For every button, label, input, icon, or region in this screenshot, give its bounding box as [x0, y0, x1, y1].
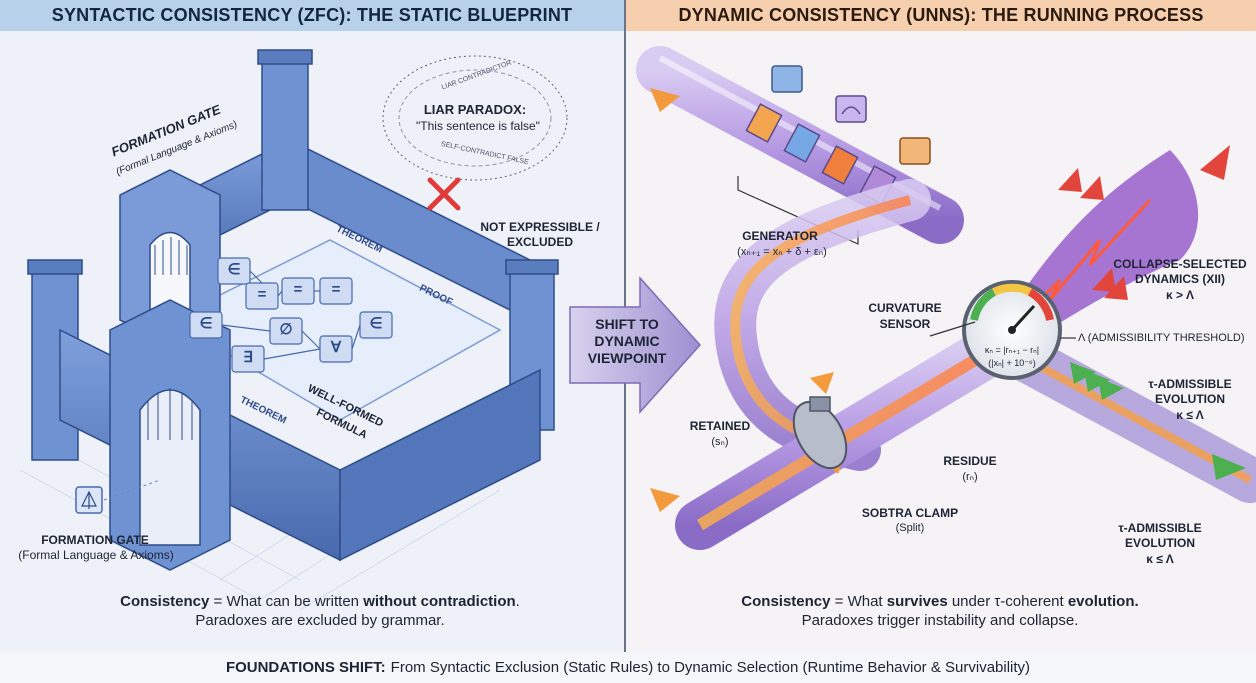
liar-paradox-cloud	[382, 55, 568, 181]
footer-bold: FOUNDATIONS SHIFT:	[225, 659, 386, 676]
admissible-arrows	[1070, 362, 1246, 480]
front-wall-right	[339, 368, 541, 562]
left-caption-end: .	[515, 593, 520, 610]
sobtra-clamp-label: SOBTRA CLAMP	[861, 506, 959, 520]
sobtra-clamp-sub: (Split)	[895, 522, 925, 534]
right-caption-mid2: under τ-coherent	[947, 593, 1068, 610]
tau-admissible-label-bottom-1: τ-ADMISSIBLE	[1118, 521, 1202, 535]
generator-monitor-3	[899, 137, 931, 165]
right-caption-line1: Consistency = What survives under τ-cohe…	[660, 593, 1220, 610]
tile-symbol-9: ∈	[369, 315, 383, 332]
kappa-formula-2: (|xₙ| + 10⁻⁶)	[988, 358, 1036, 368]
curvature-leader	[929, 321, 976, 337]
tile-symbol-7: ∃	[243, 349, 253, 366]
right-caption-line2: Paradoxes trigger instability and collap…	[801, 612, 1079, 629]
generator-label: GENERATOR	[742, 229, 818, 243]
input-pipe	[675, 320, 1025, 550]
right-caption-mid: = What	[830, 593, 887, 610]
formation-gate-legend-icon	[75, 479, 161, 514]
right-caption-bold-2: survives	[886, 593, 948, 610]
tile-symbol-2: =	[257, 286, 267, 303]
generator-monitor-1	[771, 65, 803, 93]
left-caption-bold-2: without contradiction	[363, 593, 516, 610]
retained-symbol: (sₙ)	[711, 436, 729, 448]
front-gate	[109, 299, 231, 571]
kappa-formula-1: κₙ = |rₙ₊₁ − rₙ|	[984, 345, 1040, 355]
shift-arrow-line2: DYNAMIC	[594, 333, 660, 349]
collapse-label-1: COLLAPSE-SELECTED	[1113, 257, 1247, 271]
right-caption-bold-3: evolution.	[1067, 593, 1139, 610]
tile-symbol-8: =	[293, 281, 303, 298]
left-panel-title: SYNTACTIC CONSISTENCY (ZFC): THE STATIC …	[0, 0, 624, 31]
collapse-label-2: DYNAMICS (XII)	[1135, 272, 1225, 286]
tile-symbol-1: ∈	[227, 261, 241, 278]
tile-symbol-4: =	[331, 281, 341, 298]
liar-paradox-quote: "This sentence is false"	[416, 119, 540, 133]
threshold-label: Λ (ADMISSIBILITY THRESHOLD)	[1078, 332, 1245, 344]
tile-symbol-6: ∀	[330, 339, 342, 356]
right-panel-title: DYNAMIC CONSISTENCY (UNNS): THE RUNNING …	[626, 0, 1256, 31]
excluded-label: EXCLUDED	[506, 235, 573, 249]
legend-formation-gate-sub: (Formal Language & Axioms)	[18, 548, 174, 562]
tau-admissible-label-1: τ-ADMISSIBLE	[1148, 377, 1232, 391]
residue-symbol: (rₙ)	[962, 471, 978, 483]
shift-arrow	[569, 276, 702, 414]
collapse-condition: κ > Λ	[1166, 288, 1194, 302]
shift-arrow-line1: SHIFT TO	[595, 316, 659, 332]
tile-symbol-3: ∈	[199, 315, 213, 332]
not-expressible-label: NOT EXPRESSIBLE /	[480, 220, 600, 234]
shift-arrow-line3: VIEWPOINT	[587, 350, 667, 366]
generator-formula: (xₙ₊₁ = xₙ + δ + εₙ)	[737, 246, 827, 258]
tau-admissible-label-bottom-2: EVOLUTION	[1124, 536, 1195, 550]
excluded-x-icon	[427, 177, 461, 211]
tower-back-right	[257, 49, 313, 211]
left-caption-mid: = What can be written	[209, 593, 364, 610]
tau-admissible-cond: κ ≤ Λ	[1176, 408, 1204, 422]
legend-formation-gate: FORMATION GATE	[41, 533, 149, 547]
collapse-arrows	[1058, 145, 1230, 300]
curvature-label-2: SENSOR	[879, 317, 931, 331]
liar-paradox-title: LIAR PARADOX:	[423, 102, 527, 117]
tau-admissible-label-2: EVOLUTION	[1154, 392, 1225, 406]
tau-admissible-cond-bottom: κ ≤ Λ	[1146, 552, 1174, 566]
curvature-label-1: CURVATURE	[868, 301, 942, 315]
left-caption-line1: Consistency = What can be written withou…	[40, 593, 600, 610]
tile-symbol-5: ∅	[279, 321, 293, 338]
left-caption-bold-1: Consistency	[120, 593, 210, 610]
footer-banner: FOUNDATIONS SHIFT: From Syntactic Exclus…	[0, 652, 1256, 683]
sobtra-clamp	[792, 396, 848, 470]
right-caption-bold-1: Consistency	[741, 593, 831, 610]
retained-label: RETAINED	[689, 419, 751, 433]
residue-label: RESIDUE	[943, 454, 997, 468]
footer-text: From Syntactic Exclusion (Static Rules) …	[390, 659, 1031, 676]
curvature-sensor-gauge	[962, 280, 1062, 380]
left-caption-line2: Paradoxes are excluded by grammar.	[195, 612, 445, 629]
generator-monitor-2	[835, 95, 867, 123]
